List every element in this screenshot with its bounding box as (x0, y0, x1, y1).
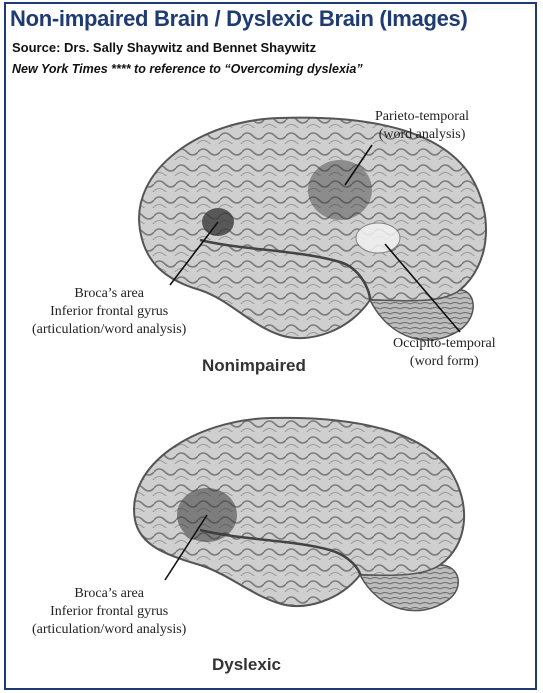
parieto-temporal-label: Parieto-temporal (word analysis) (375, 108, 469, 144)
dyslexic-caption: Dyslexic (212, 655, 281, 675)
occipito-temporal-region (356, 223, 400, 253)
dyslexic-broca-label: Broca’s area Inferior frontal gyrus (art… (32, 585, 186, 639)
nonimpaired-brain (139, 118, 486, 340)
occipito-temporal-label: Occipito-temporal (word form) (393, 335, 496, 371)
dyslexic-brain (134, 418, 464, 611)
nonimpaired-caption: Nonimpaired (202, 356, 306, 376)
parieto-temporal-region (308, 160, 372, 220)
broca-label: Broca’s area Inferior frontal gyrus (art… (32, 285, 186, 339)
